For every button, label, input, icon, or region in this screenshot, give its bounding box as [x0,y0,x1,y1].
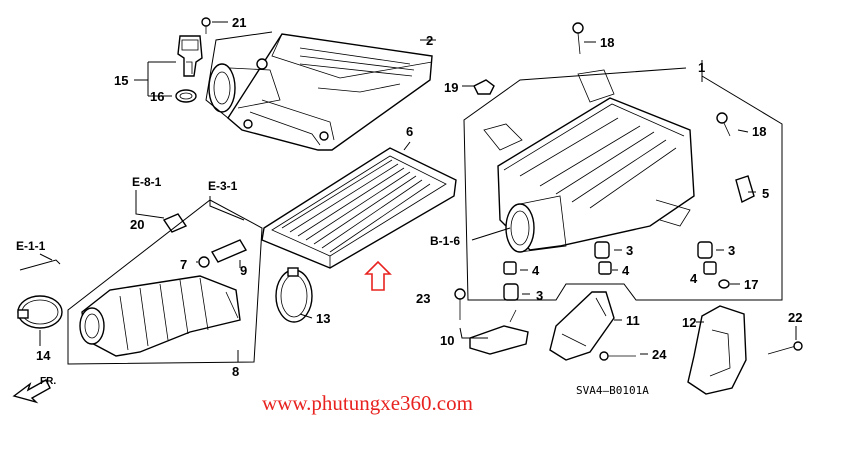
ref-e-8-1[interactable]: E-8-1 [132,175,162,189]
callout-6[interactable]: 6 [406,124,413,139]
hose-fitting-9 [210,239,248,263]
grommet-a [594,241,610,259]
leader-lines [19,21,797,365]
callout-16[interactable]: 16 [150,89,164,104]
callout-8[interactable]: 8 [232,364,239,379]
ref-b-1-6[interactable]: B-1-6 [430,234,460,248]
callout-4-mid[interactable]: 4 [622,263,630,278]
bolt-24 [599,351,636,361]
intake-air-sensor [177,35,203,77]
callout-19[interactable]: 19 [444,80,458,95]
callout-2[interactable]: 2 [426,33,433,48]
callout-4-left[interactable]: 4 [532,263,540,278]
callout-18-right[interactable]: 18 [752,124,766,139]
grommet-c [503,283,519,301]
air-cleaner-case [483,69,695,253]
collar-b [598,261,612,275]
callout-3-mid[interactable]: 3 [626,243,633,258]
callout-24[interactable]: 24 [652,347,667,362]
intake-tube [79,275,241,357]
front-direction-marker: FR. [12,376,56,404]
callout-3-right[interactable]: 3 [728,243,735,258]
callout-4-right[interactable]: 4 [690,271,698,286]
collar-a [503,261,517,275]
callout-7[interactable]: 7 [180,257,187,272]
bolt-22 [767,341,803,355]
clip-20 [162,213,188,233]
callout-11[interactable]: 11 [626,313,640,328]
sensor-bolt [201,17,211,34]
diagram-code: SVA4—B0101A [576,384,649,397]
bolt-18-top [572,22,584,55]
bolt-18-right [716,112,731,137]
callout-17[interactable]: 17 [744,277,758,292]
callout-10[interactable]: 10 [440,333,454,348]
direction-arrow [364,260,392,291]
callout-21[interactable]: 21 [232,15,246,30]
air-filter-element [261,147,457,269]
bolt-23 [454,288,466,320]
callout-15[interactable]: 15 [114,73,128,88]
ref-e-1-1[interactable]: E-1-1 [16,239,46,253]
tube-clamp-14 [17,295,63,329]
collar-c [703,261,717,275]
clip [735,175,755,204]
callout-3-left[interactable]: 3 [536,288,543,303]
callout-22[interactable]: 22 [788,310,802,325]
callout-18-top[interactable]: 18 [600,35,614,50]
bracket-11 [549,291,615,361]
clip-7 [198,256,210,268]
grommet-b [697,241,713,259]
ref-e-3-1[interactable]: E-3-1 [208,179,238,193]
bracket-12 [687,305,747,395]
air-cleaner-cover [208,33,433,151]
callout-1[interactable]: 1 [698,60,705,75]
washer [718,279,730,289]
bracket-10 [469,309,529,355]
callout-9[interactable]: 9 [240,263,247,278]
tube-clamp-13 [275,267,313,323]
callout-5[interactable]: 5 [762,186,769,201]
o-ring [175,89,197,103]
watermark-url: www.phutungxe360.com [262,391,473,415]
callout-14[interactable]: 14 [36,348,51,363]
callout-12[interactable]: 12 [682,315,696,330]
callout-13[interactable]: 13 [316,311,330,326]
nut-19 [473,79,495,95]
callout-20[interactable]: 20 [130,217,144,232]
callout-23[interactable]: 23 [416,291,430,306]
front-marker-label: FR. [40,376,56,387]
